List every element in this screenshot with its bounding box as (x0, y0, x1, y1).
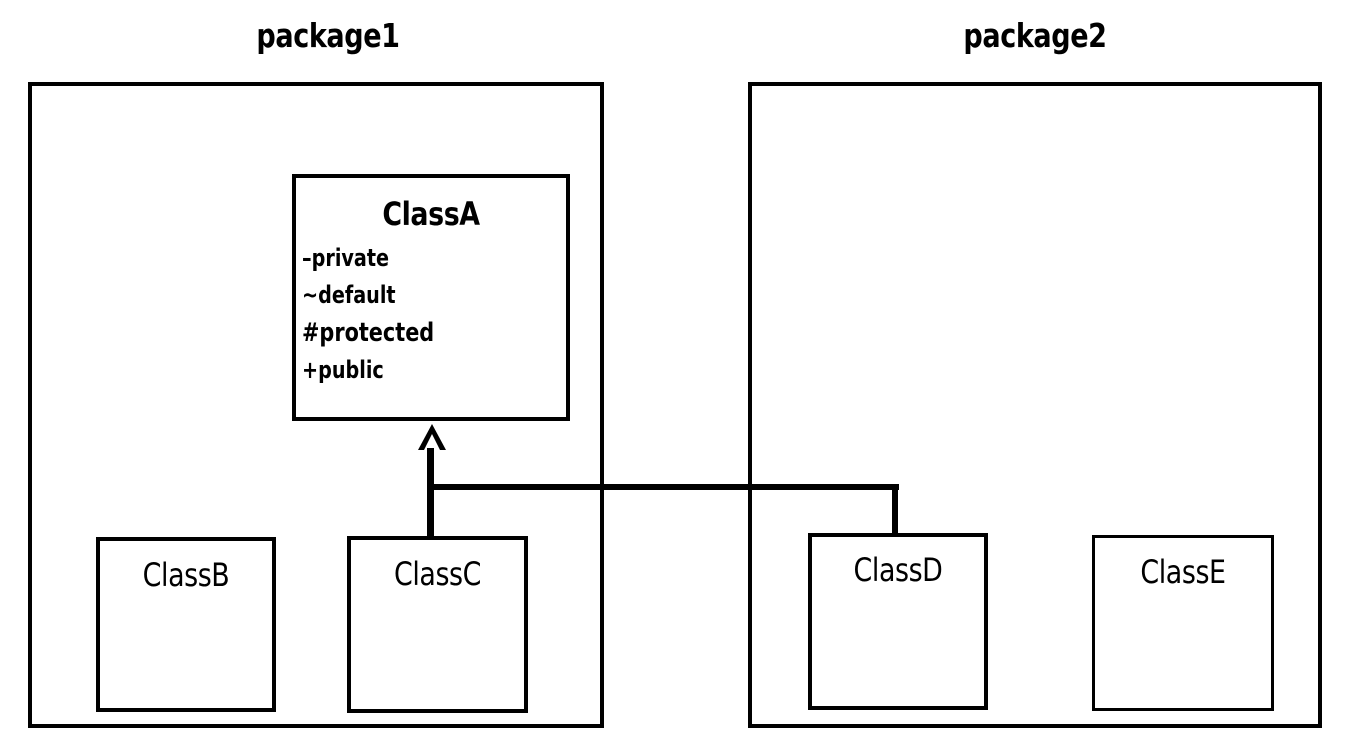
class-title-ClassC: ClassC (394, 555, 481, 593)
class-title-ClassB: ClassB (142, 556, 230, 594)
package-label-package1: package1 (256, 16, 400, 55)
class-members-ClassA: –private ~default #protected +public (302, 240, 564, 389)
package-container-package1[interactable] (28, 82, 604, 728)
class-box-ClassC[interactable]: ClassC (347, 536, 528, 713)
connector-ClassD-to-ClassA-horizontal (427, 484, 899, 490)
package-container-package2[interactable] (748, 82, 1322, 728)
class-member-protected: #protected (302, 318, 435, 348)
class-title-ClassD: ClassD (853, 551, 943, 589)
class-box-ClassE[interactable]: ClassE (1092, 535, 1274, 711)
class-box-ClassA[interactable]: ClassA –private ~default #protected +pub… (292, 174, 570, 421)
class-member-default: ~default (302, 281, 396, 309)
generalization-arrowhead-inner (424, 434, 440, 450)
package-label-package2: package2 (963, 16, 1107, 55)
class-title-ClassE: ClassE (1140, 553, 1226, 591)
class-box-ClassB[interactable]: ClassB (96, 537, 276, 712)
connector-ClassD-to-ClassA-vertical (892, 484, 898, 536)
class-title-ClassA: ClassA (382, 195, 480, 233)
class-box-ClassD[interactable]: ClassD (808, 533, 988, 710)
connector-ClassC-to-ClassA-vertical (427, 448, 434, 538)
class-member-private: –private (302, 244, 390, 272)
class-member-public: +public (302, 356, 384, 384)
